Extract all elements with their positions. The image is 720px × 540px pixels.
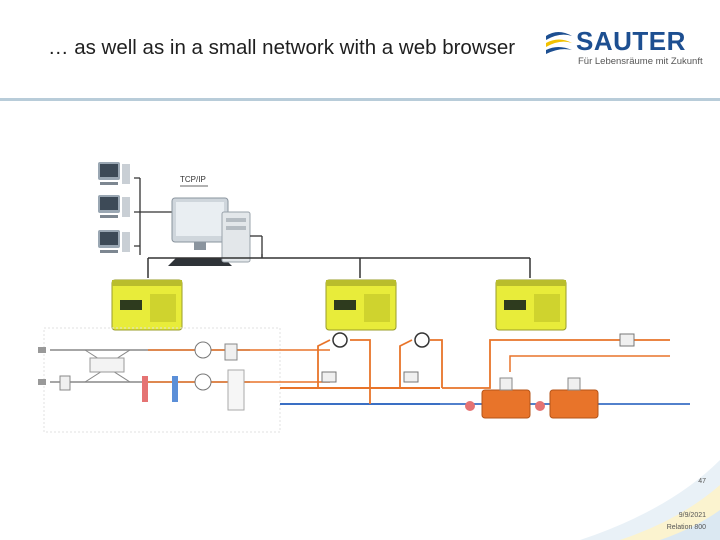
controller-icon — [111, 279, 183, 331]
network-diagram: TCP/IP — [38, 162, 690, 433]
pc-monitor-icon — [168, 197, 232, 266]
sauter-logo: SAUTER Für Lebensräume mit Zukunft — [544, 26, 703, 74]
footer-name: Relation 800 — [666, 524, 706, 531]
boiler-icon — [549, 377, 599, 419]
boiler-plant-schematic — [440, 333, 690, 419]
controller-icon — [325, 279, 397, 331]
sauter-swoosh-icon — [546, 32, 572, 54]
air-handling-schematic — [38, 327, 330, 433]
header-divider — [0, 98, 720, 101]
workstation-icon — [98, 195, 130, 218]
page-number: 47 — [698, 478, 706, 485]
controller-icon — [495, 279, 567, 331]
logo-brand: SAUTER — [576, 26, 686, 56]
slide-title: … as well as in a small network with a w… — [48, 36, 516, 59]
logo-tagline: Für Lebensräume mit Zukunft — [578, 56, 703, 67]
heating-circuits-schematic — [280, 332, 443, 405]
workstation-icon — [98, 162, 130, 185]
pc-tower-icon — [221, 211, 251, 263]
boiler-icon — [481, 377, 531, 419]
network-label: TCP/IP — [180, 175, 206, 184]
workstation-icon — [98, 230, 130, 253]
decorative-swoosh-icon — [580, 460, 720, 540]
slide-date: 9/9/2021 — [678, 512, 706, 519]
